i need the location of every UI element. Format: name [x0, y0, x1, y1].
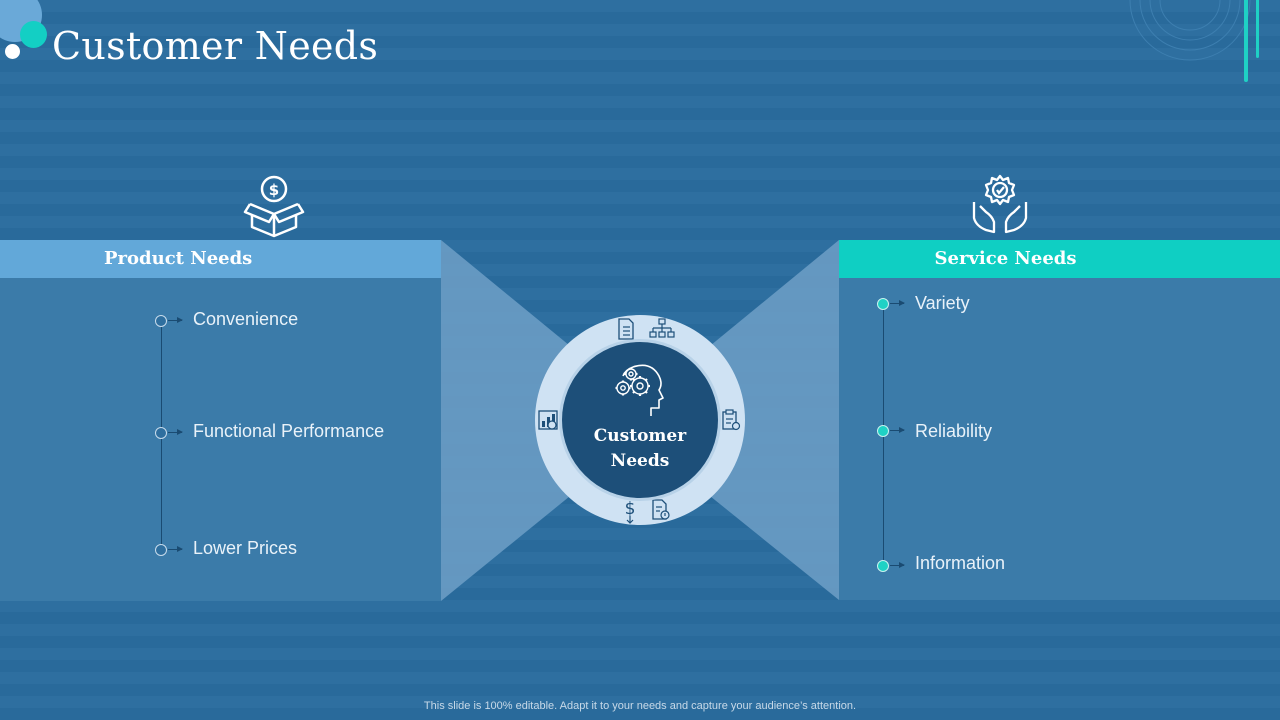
- item-convenience: Convenience: [193, 309, 299, 329]
- center-label-line1: Customer: [593, 426, 687, 446]
- report-icon: [652, 499, 670, 520]
- product-needs-panel: [0, 240, 441, 601]
- page-title: Customer Needs: [52, 24, 379, 68]
- item-reliability: Reliability: [915, 421, 993, 441]
- convenience-arrow: [168, 317, 183, 323]
- service-needs-heading: Service Needs: [839, 240, 1280, 278]
- center-label-line2: Needs: [610, 451, 670, 471]
- item-lower-prices: Lower Prices: [193, 538, 298, 558]
- functional-performance-bullet: [155, 427, 167, 439]
- dollar-icon: $: [625, 499, 636, 524]
- org-chart-icon: [649, 318, 675, 338]
- deco-dot-white: [5, 44, 20, 59]
- svg-text:$: $: [269, 181, 279, 199]
- item-functional-performance: Functional Performance: [193, 421, 385, 441]
- hands-gear-icon: [972, 174, 1028, 234]
- chart-icon: [538, 410, 558, 430]
- document-icon: [618, 318, 634, 340]
- center-circle: [562, 342, 718, 498]
- money-box-icon: $: [243, 175, 305, 238]
- item-variety: Variety: [915, 293, 970, 313]
- information-bullet: [877, 560, 889, 572]
- head-gears-icon: [615, 364, 664, 416]
- product-needs-heading: Product Needs: [0, 240, 441, 278]
- lower-prices-bullet: [155, 544, 167, 556]
- variety-bullet: [877, 298, 889, 310]
- convenience-bullet: [155, 315, 167, 327]
- svg-text:$: $: [625, 499, 636, 519]
- center-label: Customer Needs: [562, 424, 718, 474]
- deco-dot-teal: [20, 21, 47, 48]
- variety-arrow: [890, 300, 905, 306]
- footer-note: This slide is 100% editable. Adapt it to…: [423, 700, 857, 712]
- clipboard-icon: [722, 409, 741, 431]
- information-arrow: [890, 562, 905, 568]
- item-information: Information: [915, 553, 1006, 573]
- reliability-bullet: [877, 425, 889, 437]
- service-needs-panel: [839, 240, 1280, 600]
- reliability-arrow: [890, 427, 905, 433]
- functional-performance-arrow: [168, 429, 183, 435]
- lower-prices-arrow: [168, 546, 183, 552]
- deco-corner-rings: [1129, 0, 1259, 82]
